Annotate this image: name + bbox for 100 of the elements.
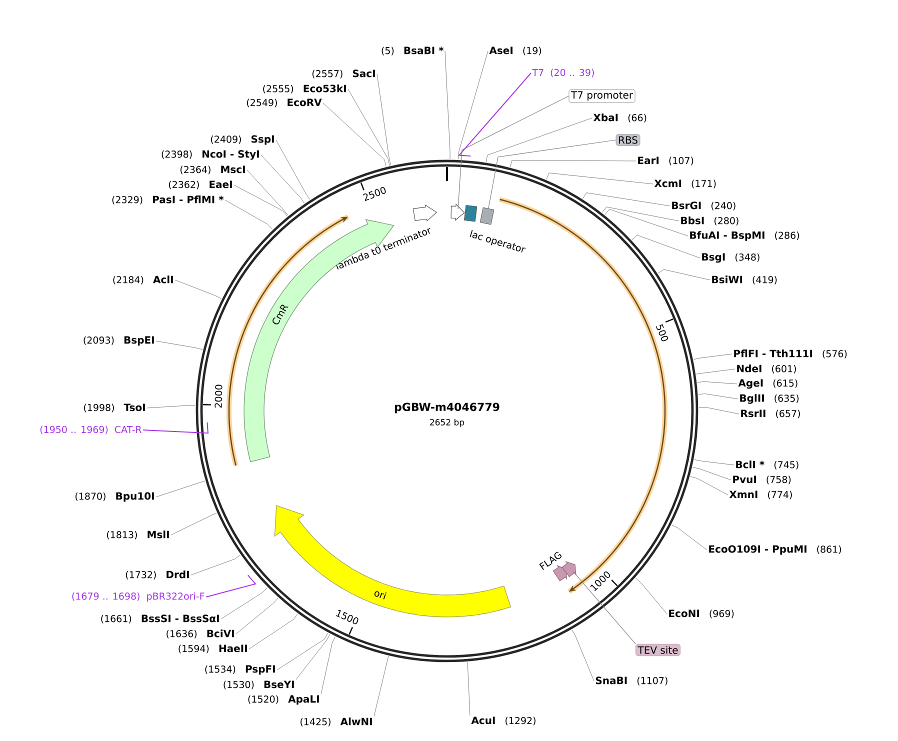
enzyme-label: (1530) BseYI [224,680,294,690]
leader-line [206,574,256,598]
enzyme-label: (5) BsaBI * [382,46,444,56]
leader-line [376,74,392,166]
enzyme-label: (1636) BciVI [166,630,234,638]
enzyme-label: BbsI (280) [681,216,738,226]
tick-label: 2000 [214,384,222,408]
enzyme-label: (2557) SacI [312,70,375,78]
enzyme-label: AgeI (615) [738,379,798,389]
leader-line [142,422,209,434]
leader-line [698,394,738,400]
leader-line [276,140,310,200]
leader-line [510,160,636,168]
enzyme-label: BsiWI (419) [712,276,777,284]
leader-line [658,269,710,280]
leader-line [635,578,668,614]
leader-line [698,407,740,414]
enzyme-label: XbaI (66) [593,114,646,122]
enzyme-label: BglII (635) [740,394,799,404]
leader-line [236,598,278,634]
enzyme-label: (2184) AclI [113,276,173,284]
enzyme-label: EcoO109I - PpuMI (861) [709,545,842,555]
enzyme-label: (1813) MslI [106,530,169,540]
enzyme-label: AcuI (1292) [471,716,536,726]
leader-line [486,118,592,162]
enzyme-label: (1534) PspFI [205,665,275,675]
enzyme-label: (1520) ApaLI [248,695,319,705]
enzyme-label: (2093) BspEI [84,336,154,346]
leader-line [696,368,736,374]
leader-line [276,632,328,670]
enzyme-label: (1594) HaeII [178,644,247,654]
callout-box: TEV site [636,644,680,656]
leader-line [697,381,738,384]
leader-line [672,524,708,550]
enzyme-label: BsrGI (240) [672,202,736,210]
leader-line [467,662,470,716]
leader-line [320,636,336,694]
enzyme-label: SnaBI (1107) [596,676,668,686]
leader-line [296,634,330,680]
leader-line [693,354,732,360]
leader-line [224,200,273,230]
enzyme-label: (2362) EaeI [168,180,232,190]
leader-line [348,88,390,166]
enzyme-label: (2398) NcoI - StyI [162,150,259,160]
primer-label: (1679 .. 1698) pBR322ori-F [72,592,204,602]
enzyme-label: (2555) Eco53kI [263,84,346,94]
leader-line [546,172,654,184]
leader-line [572,571,636,644]
enzyme-label: AseI (19) [489,46,542,56]
enzyme-label: NdeI (601) [737,364,796,374]
leader-line [170,512,217,536]
plasmid-name: pGBW-m4046779 [394,402,500,414]
enzyme-label: (2364) MscI [180,166,245,174]
enzyme-label: PflFI - Tth111I (576) [734,350,847,358]
leader-line [220,587,268,620]
leader-line [322,102,386,167]
plasmid-size: 2652 bp [430,418,464,428]
leader-line [582,192,670,206]
leader-line [156,480,206,498]
leader-line [234,184,288,216]
leader-line [156,340,203,350]
enzyme-label: XmnI (774) [729,490,792,500]
enzyme-label: BfuAI - BspMI (286) [690,231,799,241]
enzyme-label: EarI (107) [638,156,694,166]
leader-line [694,459,734,466]
tick-label: 500 [656,324,668,342]
leader-line [458,72,532,157]
enzyme-label: XcmI (171) [654,180,716,188]
leader-line [248,614,298,650]
leader-line [458,50,488,160]
enzyme-label: BclI * (745) [736,460,798,470]
enzyme-label: (1661) BssSI - BssSαI [101,614,219,624]
leader-line [374,656,389,717]
enzyme-label: (2549) EcoRV [246,98,322,108]
feature-box [480,207,494,225]
leader-line [146,405,196,408]
enzyme-label: PvuI (758) [733,476,791,484]
enzyme-label: EcoNI (969) [669,610,734,618]
feature-label: lac operator [470,230,526,252]
leader-line [488,140,616,209]
leader-line [190,554,241,576]
enzyme-label: RsrII (657) [741,410,800,418]
feature-symbol [562,561,576,578]
leader-line [174,280,222,299]
enzyme-label: (1732) DrdI [126,570,189,580]
enzyme-label: BsgI (348) [702,253,760,263]
leader-line [572,630,594,682]
enzyme-label: (2329) PasI - PflMI * [112,196,224,204]
enzyme-label: (1870) Bpu10I [76,492,154,502]
enzyme-label: (2409) SspI [211,135,274,145]
callout-box: RBS [616,134,640,146]
leader-line [458,96,570,210]
leader-line [632,234,700,258]
leader-line [246,170,288,216]
feature-symbol [450,203,465,221]
enzyme-label: (1425) AlwNI [300,718,372,726]
callout-box: T7 promoter [568,89,636,103]
enzyme-label: (1998) TsoI [84,404,145,412]
leader-line [690,476,728,496]
tick-label: 2500 [362,187,386,201]
